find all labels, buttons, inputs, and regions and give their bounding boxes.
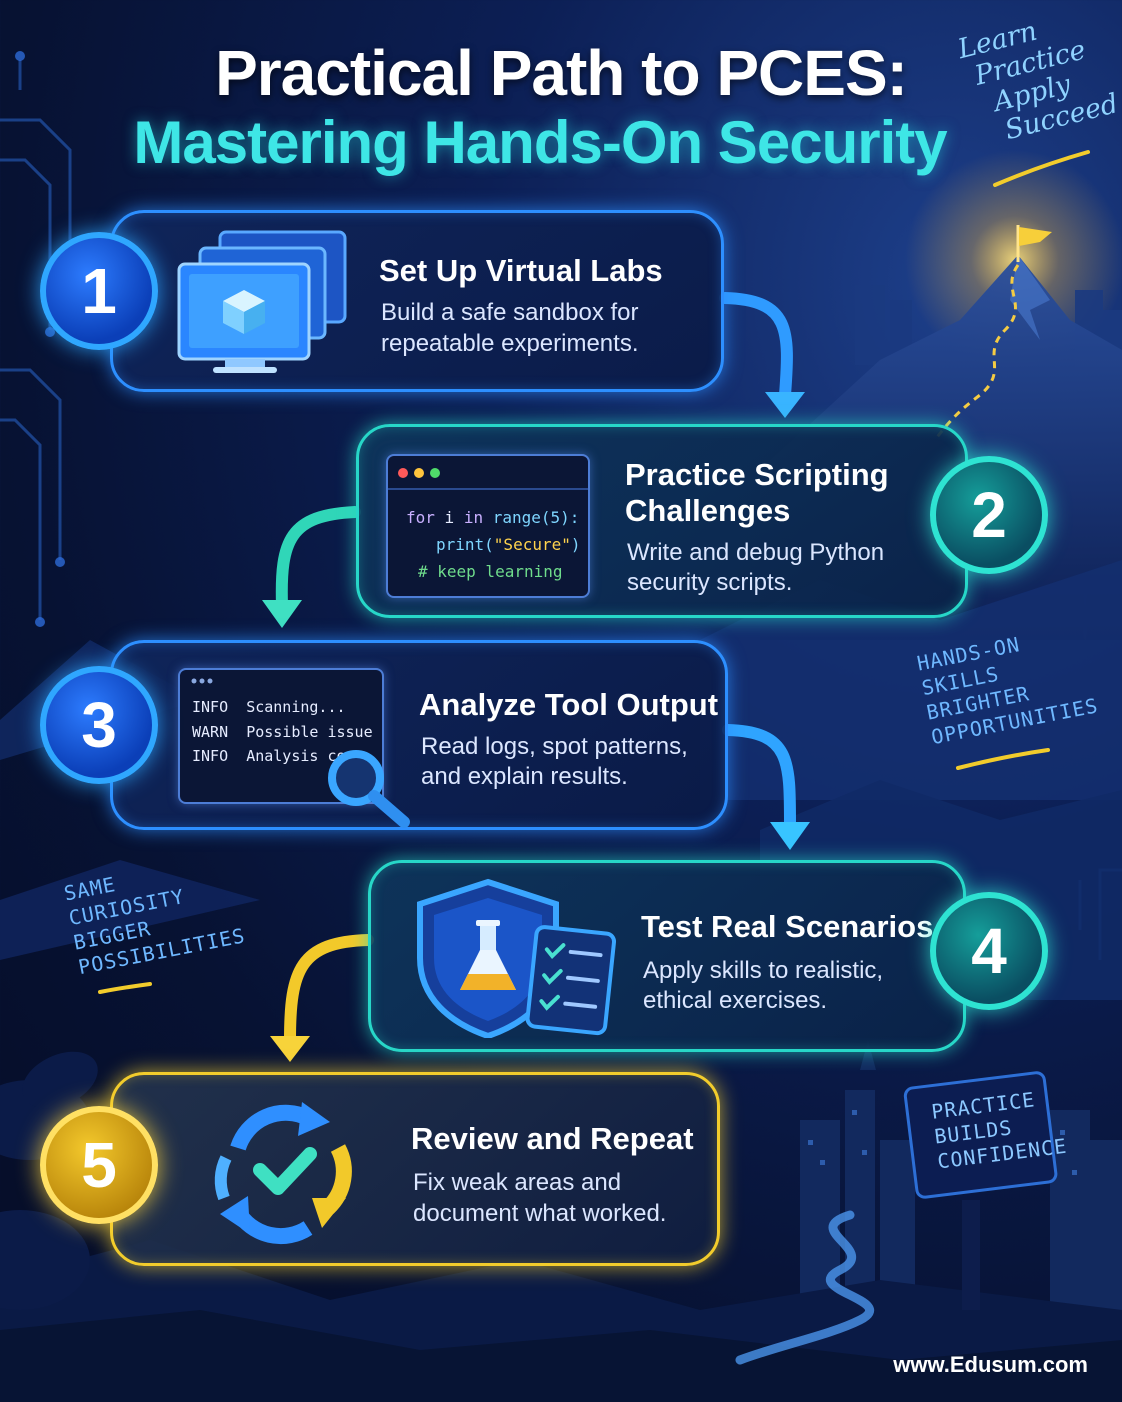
virtual-machines-icon <box>177 230 347 373</box>
page-title: Practical Path to PCES: <box>215 37 908 109</box>
window-control-dots-icon <box>398 468 440 478</box>
log-row-2: WARN Possible issue <box>192 723 373 741</box>
cycle-checkmark-icon <box>214 1102 352 1245</box>
step-2-title-line2: Challenges <box>625 493 791 528</box>
step-4-desc-line2: ethical exercises. <box>643 987 828 1014</box>
step-4-desc-line1: Apply skills to realistic, <box>643 957 884 984</box>
magnifier-icon <box>328 750 410 828</box>
step-5-number-badge: 5 <box>40 1106 158 1224</box>
code-line-1: for i in range(5): <box>406 508 580 527</box>
step-1-number-badge: 1 <box>40 232 158 350</box>
shield-lab-icon <box>417 878 617 1038</box>
footer-url[interactable]: www.Edusum.com <box>893 1352 1088 1377</box>
step-2-desc-line1: Write and debug Python <box>627 539 885 566</box>
window-dots-icon <box>191 678 213 684</box>
step-1-desc-line1: Build a safe sandbox for <box>381 299 639 326</box>
step-3-title: Analyze Tool Output <box>419 687 719 722</box>
log-row-3: INFO Analysis co <box>192 747 346 765</box>
step-3-number-badge: 3 <box>40 666 158 784</box>
step-2-title-line1: Practice Scripting <box>625 457 889 492</box>
step-3-desc-line2: and explain results. <box>421 763 628 790</box>
step-3-desc-line1: Read logs, spot patterns, <box>421 733 688 760</box>
step-5-card: Review and Repeat Fix weak areas and doc… <box>110 1072 720 1266</box>
step-1-title: Set Up Virtual Labs <box>379 253 663 288</box>
step-5-desc-line2: document what worked. <box>413 1200 667 1227</box>
signboard-text: PRACTICE BUILDS CONFIDENCE <box>930 1087 1069 1174</box>
code-line-3: # keep learning <box>418 562 563 581</box>
step-2-desc-line2: security scripts. <box>627 569 793 596</box>
step-4-title: Test Real Scenarios <box>641 909 934 944</box>
log-output-window: INFO Scanning... WARN Possible issue INF… <box>178 668 384 804</box>
step-1-desc-line2: repeatable experiments. <box>381 330 639 357</box>
log-row-1: INFO Scanning... <box>192 698 346 716</box>
code-line-2: print("Secure") <box>436 535 581 554</box>
page-subtitle: Mastering Hands-On Security <box>133 109 947 176</box>
step-5-title: Review and Repeat <box>411 1121 694 1156</box>
step-5-desc-line1: Fix weak areas and <box>413 1169 622 1196</box>
step-2-number-badge: 2 <box>930 456 1048 574</box>
step-4-number-badge: 4 <box>930 892 1048 1010</box>
code-editor-window: for i in range(5): print("Secure") # kee… <box>386 454 590 598</box>
